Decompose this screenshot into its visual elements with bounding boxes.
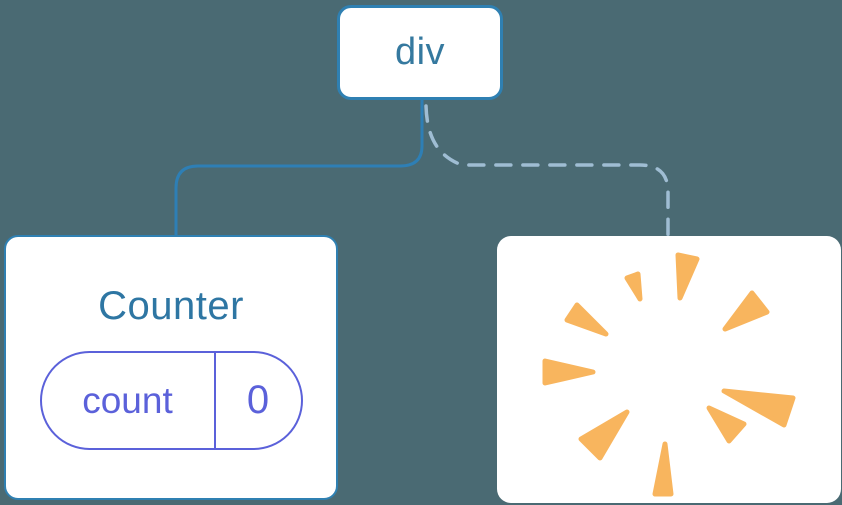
tree-node-div: div: [337, 5, 503, 100]
state-pill: count 0: [39, 351, 303, 450]
edge-div-counter: [174, 98, 424, 238]
state-key-label: count: [42, 353, 216, 448]
div-node-label: div: [394, 31, 446, 73]
tree-node-counter: Counter count 0: [4, 235, 338, 500]
edge-div-removed: [424, 104, 670, 239]
tree-node-removed: [497, 236, 841, 503]
state-value-label: 0: [246, 378, 270, 422]
counter-title: Counter: [98, 284, 244, 328]
poof-burst-icon: [542, 252, 796, 497]
